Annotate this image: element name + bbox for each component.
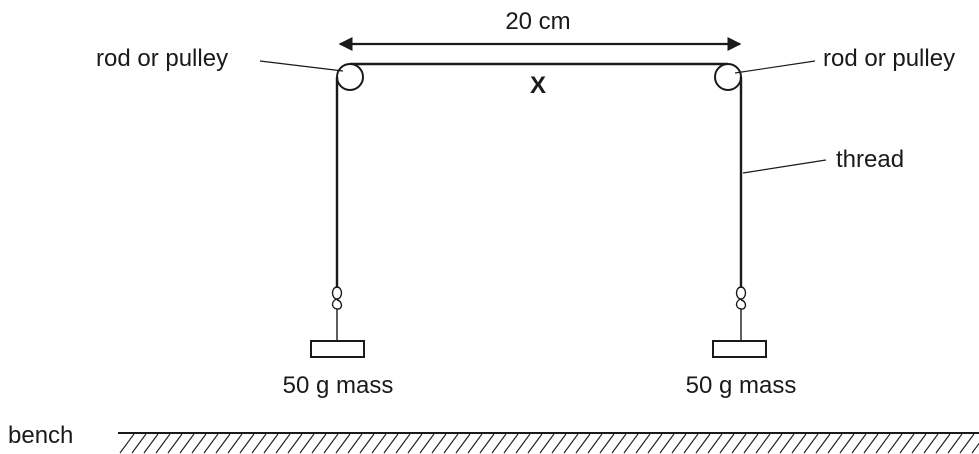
right-hook — [735, 286, 747, 341]
hatch-line — [575, 433, 591, 454]
midpoint-x-label: X — [530, 72, 546, 99]
hatch-line — [275, 433, 291, 454]
hatch-line — [899, 433, 915, 454]
hatch-line — [467, 433, 483, 454]
hatch-line — [911, 433, 927, 454]
hatch-line — [695, 433, 711, 454]
hatch-line — [947, 433, 963, 454]
left-mass-label: 50 g mass — [283, 372, 394, 399]
hatch-line — [311, 433, 327, 454]
hatch-line — [839, 433, 855, 454]
hatch-line — [215, 433, 231, 454]
left-pulley — [336, 63, 364, 91]
hatch-line — [887, 433, 903, 454]
hatch-line — [623, 433, 639, 454]
hatch-line — [599, 433, 615, 454]
hatch-line — [647, 433, 663, 454]
hatch-line — [659, 433, 675, 454]
hatch-line — [179, 433, 195, 454]
hatch-line — [407, 433, 423, 454]
hatch-line — [827, 433, 843, 454]
hatch-line — [875, 433, 891, 454]
hatch-line — [155, 433, 171, 454]
hatch-line — [683, 433, 699, 454]
hatch-line — [431, 433, 447, 454]
hatch-line — [527, 433, 543, 454]
hatch-line — [551, 433, 567, 454]
bench-hatching — [119, 433, 979, 454]
hatch-line — [635, 433, 651, 454]
hatch-line — [563, 433, 579, 454]
hatch-line — [935, 433, 951, 454]
hatch-line — [299, 433, 315, 454]
hatch-line — [347, 433, 363, 454]
hatch-line — [515, 433, 531, 454]
hatch-line — [131, 433, 147, 454]
bench-label: bench — [8, 422, 73, 449]
hatch-line — [443, 433, 459, 454]
hatch-line — [323, 433, 339, 454]
hatch-line — [779, 433, 795, 454]
right-mass — [712, 340, 767, 358]
hatch-line — [539, 433, 555, 454]
left-pulley-label: rod or pulley — [96, 45, 228, 72]
hatch-line — [119, 433, 135, 454]
hatch-line — [587, 433, 603, 454]
hatch-line — [863, 433, 879, 454]
hatch-line — [719, 433, 735, 454]
left-mass — [310, 340, 365, 358]
hatch-line — [239, 433, 255, 454]
right-pulley — [714, 63, 742, 91]
thread-label: thread — [836, 146, 904, 173]
left-pulley-leader — [259, 60, 344, 72]
hatch-line — [227, 433, 243, 454]
hatch-line — [803, 433, 819, 454]
hatch-line — [671, 433, 687, 454]
hatch-line — [167, 433, 183, 454]
hatch-line — [755, 433, 771, 454]
hatch-line — [959, 433, 975, 454]
span-label: 20 cm — [505, 8, 570, 35]
hatch-line — [263, 433, 279, 454]
hatch-line — [335, 433, 351, 454]
hatch-line — [767, 433, 783, 454]
hatch-line — [455, 433, 471, 454]
hatch-line — [503, 433, 519, 454]
hatch-line — [791, 433, 807, 454]
hatch-line — [731, 433, 747, 454]
hatch-line — [251, 433, 267, 454]
hatch-line — [191, 433, 207, 454]
hatch-line — [383, 433, 399, 454]
right-mass-label: 50 g mass — [686, 372, 797, 399]
hatch-line — [743, 433, 759, 454]
hatch-line — [371, 433, 387, 454]
left-hook — [331, 286, 343, 341]
hatch-line — [815, 433, 831, 454]
hatch-line — [143, 433, 159, 454]
hatch-line — [491, 433, 507, 454]
hatch-line — [419, 433, 435, 454]
hatch-line — [479, 433, 495, 454]
hatch-line — [395, 433, 411, 454]
hatch-line — [287, 433, 303, 454]
thread-leader — [742, 159, 827, 174]
hatch-line — [203, 433, 219, 454]
hatch-line — [923, 433, 939, 454]
right-pulley-label: rod or pulley — [823, 45, 955, 72]
hatch-line — [971, 442, 979, 454]
right-pulley-leader — [734, 60, 816, 74]
hatch-line — [707, 433, 723, 454]
hatch-line — [359, 433, 375, 454]
hatch-line — [851, 433, 867, 454]
hatch-line — [611, 433, 627, 454]
